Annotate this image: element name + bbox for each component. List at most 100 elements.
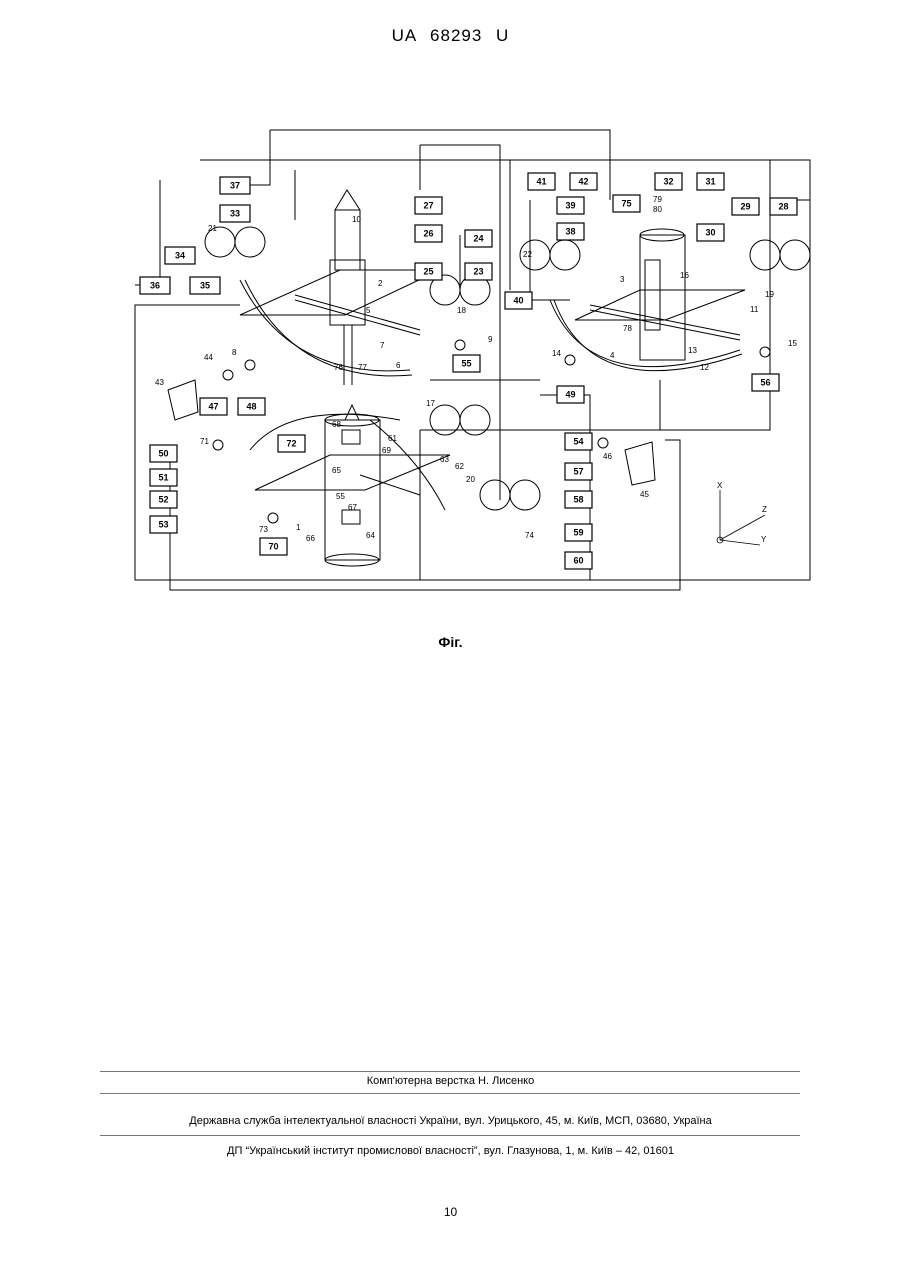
document-header: UA 68293 U: [0, 26, 901, 46]
footer-institute: ДП “Український інститут промислової вла…: [0, 1145, 901, 1157]
block-52: 52: [150, 491, 177, 508]
label-18: 18: [457, 306, 466, 315]
svg-text:75: 75: [621, 199, 631, 209]
svg-text:23: 23: [473, 267, 483, 277]
svg-text:29: 29: [740, 202, 750, 212]
block-33: 33: [220, 205, 250, 222]
figure-caption: Фіг.: [0, 634, 901, 650]
block-50: 50: [150, 445, 177, 462]
svg-text:53: 53: [158, 520, 168, 530]
block-42: 42: [570, 173, 597, 190]
label-44: 44: [204, 353, 213, 362]
page-number: 10: [0, 1205, 901, 1219]
svg-text:54: 54: [573, 437, 583, 447]
axis-y-label: Y: [761, 535, 767, 544]
label-10: 10: [352, 215, 361, 224]
label-78: 78: [623, 324, 632, 333]
label-11: 11: [750, 305, 759, 314]
block-41: 41: [528, 173, 555, 190]
svg-text:30: 30: [705, 228, 715, 238]
svg-text:52: 52: [158, 495, 168, 505]
block-56: 56: [752, 374, 779, 391]
svg-text:57: 57: [573, 467, 583, 477]
block-27: 27: [415, 197, 442, 214]
svg-text:31: 31: [705, 177, 715, 187]
block-30: 30: [697, 224, 724, 241]
label-9: 9: [488, 335, 493, 344]
label-16: 16: [680, 271, 689, 280]
label-74: 74: [525, 531, 534, 540]
block-57: 57: [565, 463, 592, 480]
svg-text:42: 42: [578, 177, 588, 187]
block-38: 38: [557, 223, 584, 240]
label-21: 21: [208, 224, 217, 233]
svg-text:48: 48: [246, 402, 256, 412]
block-51: 51: [150, 469, 177, 486]
svg-text:50: 50: [158, 449, 168, 459]
patent-figure: X Z Y 37 33 34 36 35 27 26 25 24 23 41 4…: [120, 120, 820, 600]
block-49: 49: [557, 386, 584, 403]
svg-text:49: 49: [565, 390, 575, 400]
block-35: 35: [190, 277, 220, 294]
svg-text:39: 39: [565, 201, 575, 211]
label-55-mid: 55: [336, 492, 345, 501]
label-1: 1: [296, 523, 301, 532]
block-55-top: 55: [453, 355, 480, 372]
label-71: 71: [200, 437, 209, 446]
svg-text:36: 36: [150, 281, 160, 291]
label-76: 76: [334, 363, 343, 372]
label-61: 61: [388, 434, 397, 443]
svg-text:37: 37: [230, 181, 240, 191]
block-36: 36: [140, 277, 170, 294]
label-43: 43: [155, 378, 164, 387]
svg-text:47: 47: [208, 402, 218, 412]
svg-text:40: 40: [513, 296, 523, 306]
block-75: 75: [613, 195, 640, 212]
label-46: 46: [603, 452, 612, 461]
label-62: 62: [455, 462, 464, 471]
axis-x-label: X: [717, 481, 723, 490]
svg-text:60: 60: [573, 556, 583, 566]
svg-text:26: 26: [423, 229, 433, 239]
block-60: 60: [565, 552, 592, 569]
footer-rule-bottom: [100, 1135, 800, 1136]
block-28: 28: [770, 198, 797, 215]
svg-text:55: 55: [461, 359, 471, 369]
footer-rule-top: [100, 1071, 800, 1072]
svg-text:38: 38: [565, 227, 575, 237]
block-26: 26: [415, 225, 442, 242]
block-31: 31: [697, 173, 724, 190]
block-72: 72: [278, 435, 305, 452]
block-53: 53: [150, 516, 177, 533]
label-79: 79: [653, 195, 662, 204]
svg-text:35: 35: [200, 281, 210, 291]
block-25: 25: [415, 263, 442, 280]
label-45: 45: [640, 490, 649, 499]
coordinate-axes: X Z Y: [717, 481, 767, 545]
svg-text:27: 27: [423, 201, 433, 211]
svg-text:51: 51: [158, 473, 168, 483]
label-7: 7: [380, 341, 385, 350]
footer-service: Державна служба інтелектуальної власност…: [0, 1115, 901, 1127]
label-2: 2: [378, 279, 383, 288]
label-73: 73: [259, 525, 268, 534]
axis-z-label: Z: [762, 505, 767, 514]
block-24: 24: [465, 230, 492, 247]
label-5: 5: [366, 306, 371, 315]
label-68: 68: [332, 420, 341, 429]
footer-typesetting: Комп'ютерна верстка Н. Лисенко: [0, 1075, 901, 1087]
block-47: 47: [200, 398, 227, 415]
label-4: 4: [610, 351, 615, 360]
label-14: 14: [552, 349, 561, 358]
label-19: 19: [765, 290, 774, 299]
svg-text:41: 41: [536, 177, 546, 187]
block-23: 23: [465, 263, 492, 280]
label-22: 22: [523, 250, 532, 259]
block-48: 48: [238, 398, 265, 415]
label-77: 77: [358, 363, 367, 372]
label-67: 67: [348, 503, 357, 512]
svg-text:70: 70: [268, 542, 278, 552]
label-20: 20: [466, 475, 475, 484]
block-54: 54: [565, 433, 592, 450]
svg-text:25: 25: [423, 267, 433, 277]
